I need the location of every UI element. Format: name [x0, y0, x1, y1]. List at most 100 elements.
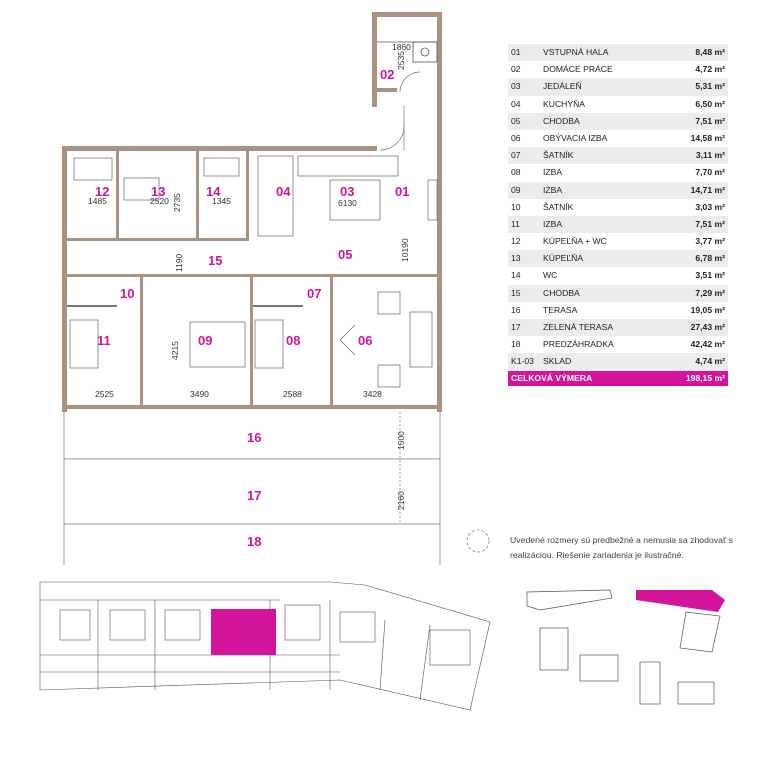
room-num: 05 [511, 115, 521, 126]
room-name: KÚPEĽŇA [543, 253, 584, 264]
room-label-10: 10 [120, 286, 134, 301]
room-name: OBÝVACIA IZBA [543, 132, 608, 143]
room-num: 11 [511, 218, 520, 229]
room-row: 14 WC 3,51 m² [508, 267, 728, 284]
room-label-02: 02 [380, 67, 394, 82]
room-name: JEDÁLEŇ [543, 81, 582, 92]
room-labels: 01 02 03 04 05 06 07 08 09 10 11 12 13 1… [95, 67, 409, 549]
room-name: PREDZÁHRADKA [543, 339, 614, 350]
room-num: 18 [511, 339, 521, 350]
room-name: ZELENÁ TERASA [543, 322, 614, 332]
dim-6130: 6130 [338, 198, 357, 208]
room-area: 14,71 m² [690, 184, 725, 195]
room-num: 17 [511, 322, 521, 332]
room-label-18: 18 [247, 534, 261, 549]
room-label-17: 17 [247, 488, 261, 503]
room-label-13: 13 [151, 184, 165, 199]
room-area: 3,77 m² [695, 236, 725, 247]
room-label-07: 07 [307, 286, 321, 301]
dim-4215: 4215 [170, 341, 180, 360]
dim-2520: 2520 [150, 196, 169, 206]
terrace-zones [63, 412, 441, 565]
room-num: 02 [511, 64, 521, 75]
dim-3428: 3428 [363, 389, 382, 399]
room-row: 11 IZBA 7,51 m² [508, 215, 728, 234]
dim-1345: 1345 [212, 196, 231, 206]
room-name: KUCHYŇA [543, 98, 586, 109]
room-area: 7,29 m² [695, 287, 725, 298]
room-name: VSTUPNÁ HALA [543, 47, 609, 57]
room-name: IZBA [543, 167, 563, 178]
total-area-row: CELKOVÁ VÝMERA 198,15 m² [508, 370, 728, 386]
dim-2735: 2735 [172, 193, 182, 212]
room-name: IZBA [543, 184, 563, 195]
room-area: 3,11 m² [695, 150, 725, 161]
room-area: 4,74 m² [695, 356, 725, 367]
room-name: ŠATNÍK [543, 201, 574, 212]
dimension-labels: 1860 2535 1485 2520 2735 1345 6130 1190 … [88, 42, 411, 510]
room-label-14: 14 [206, 184, 221, 199]
room-area: 3,51 m² [695, 270, 725, 281]
room-area: 42,42 m² [690, 339, 725, 350]
room-label-15: 15 [208, 253, 222, 268]
room-area: 8,48 m² [695, 47, 725, 57]
dim-1860: 1860 [392, 42, 411, 52]
room-label-01: 01 [395, 184, 409, 199]
site-key-plan [526, 589, 721, 705]
room-area: 6,78 m² [695, 253, 725, 264]
dim-2588: 2588 [283, 389, 302, 399]
room-name: TERASA [543, 304, 578, 315]
room-num: 13 [511, 253, 521, 264]
room-label-05: 05 [338, 247, 352, 262]
room-num: 08 [511, 167, 521, 178]
room-label-06: 06 [358, 333, 372, 348]
room-num: 04 [511, 98, 521, 109]
disclaimer-note: Uvedené rozmery sú predbežné a nemusia s… [510, 535, 733, 560]
room-area: 7,51 m² [695, 218, 725, 229]
room-row: 18 PREDZÁHRADKA 42,42 m² [508, 336, 728, 353]
room-label-11: 11 [97, 333, 111, 348]
room-label-09: 09 [198, 333, 212, 348]
room-row: 13 KÚPEĽŇA 6,78 m² [508, 250, 728, 268]
room-num: 07 [511, 150, 521, 161]
dim-2160: 2160 [396, 491, 406, 510]
furniture [69, 155, 433, 388]
room-area: 4,72 m² [695, 64, 725, 75]
room-num: 03 [511, 81, 521, 92]
dim-1500: 1500 [396, 431, 406, 450]
dim-1190: 1190 [174, 253, 184, 272]
room-label-03: 03 [340, 184, 354, 199]
room-name: IZBA [543, 218, 563, 229]
room-num: 16 [511, 304, 521, 315]
total-label: CELKOVÁ VÝMERA [511, 372, 593, 383]
room-area: 14,58 m² [690, 132, 725, 143]
dim-3490: 3490 [190, 389, 209, 399]
room-name: WC [543, 270, 558, 281]
room-num: 10 [511, 201, 521, 212]
room-label-08: 08 [286, 333, 300, 348]
room-area: 7,51 m² [695, 115, 725, 126]
room-label-16: 16 [247, 430, 261, 445]
room-label-12: 12 [95, 184, 109, 199]
north-arrow-icon [466, 529, 490, 553]
room-row: 08 IZBA 7,70 m² [508, 164, 728, 181]
room-num: 12 [511, 236, 521, 247]
dim-10190: 10190 [400, 238, 410, 262]
room-num: 14 [511, 270, 521, 281]
room-label-04: 04 [276, 184, 291, 199]
apartment-walls [62, 146, 442, 412]
room-area: 7,70 m² [695, 167, 725, 178]
building-highlight [636, 590, 725, 612]
